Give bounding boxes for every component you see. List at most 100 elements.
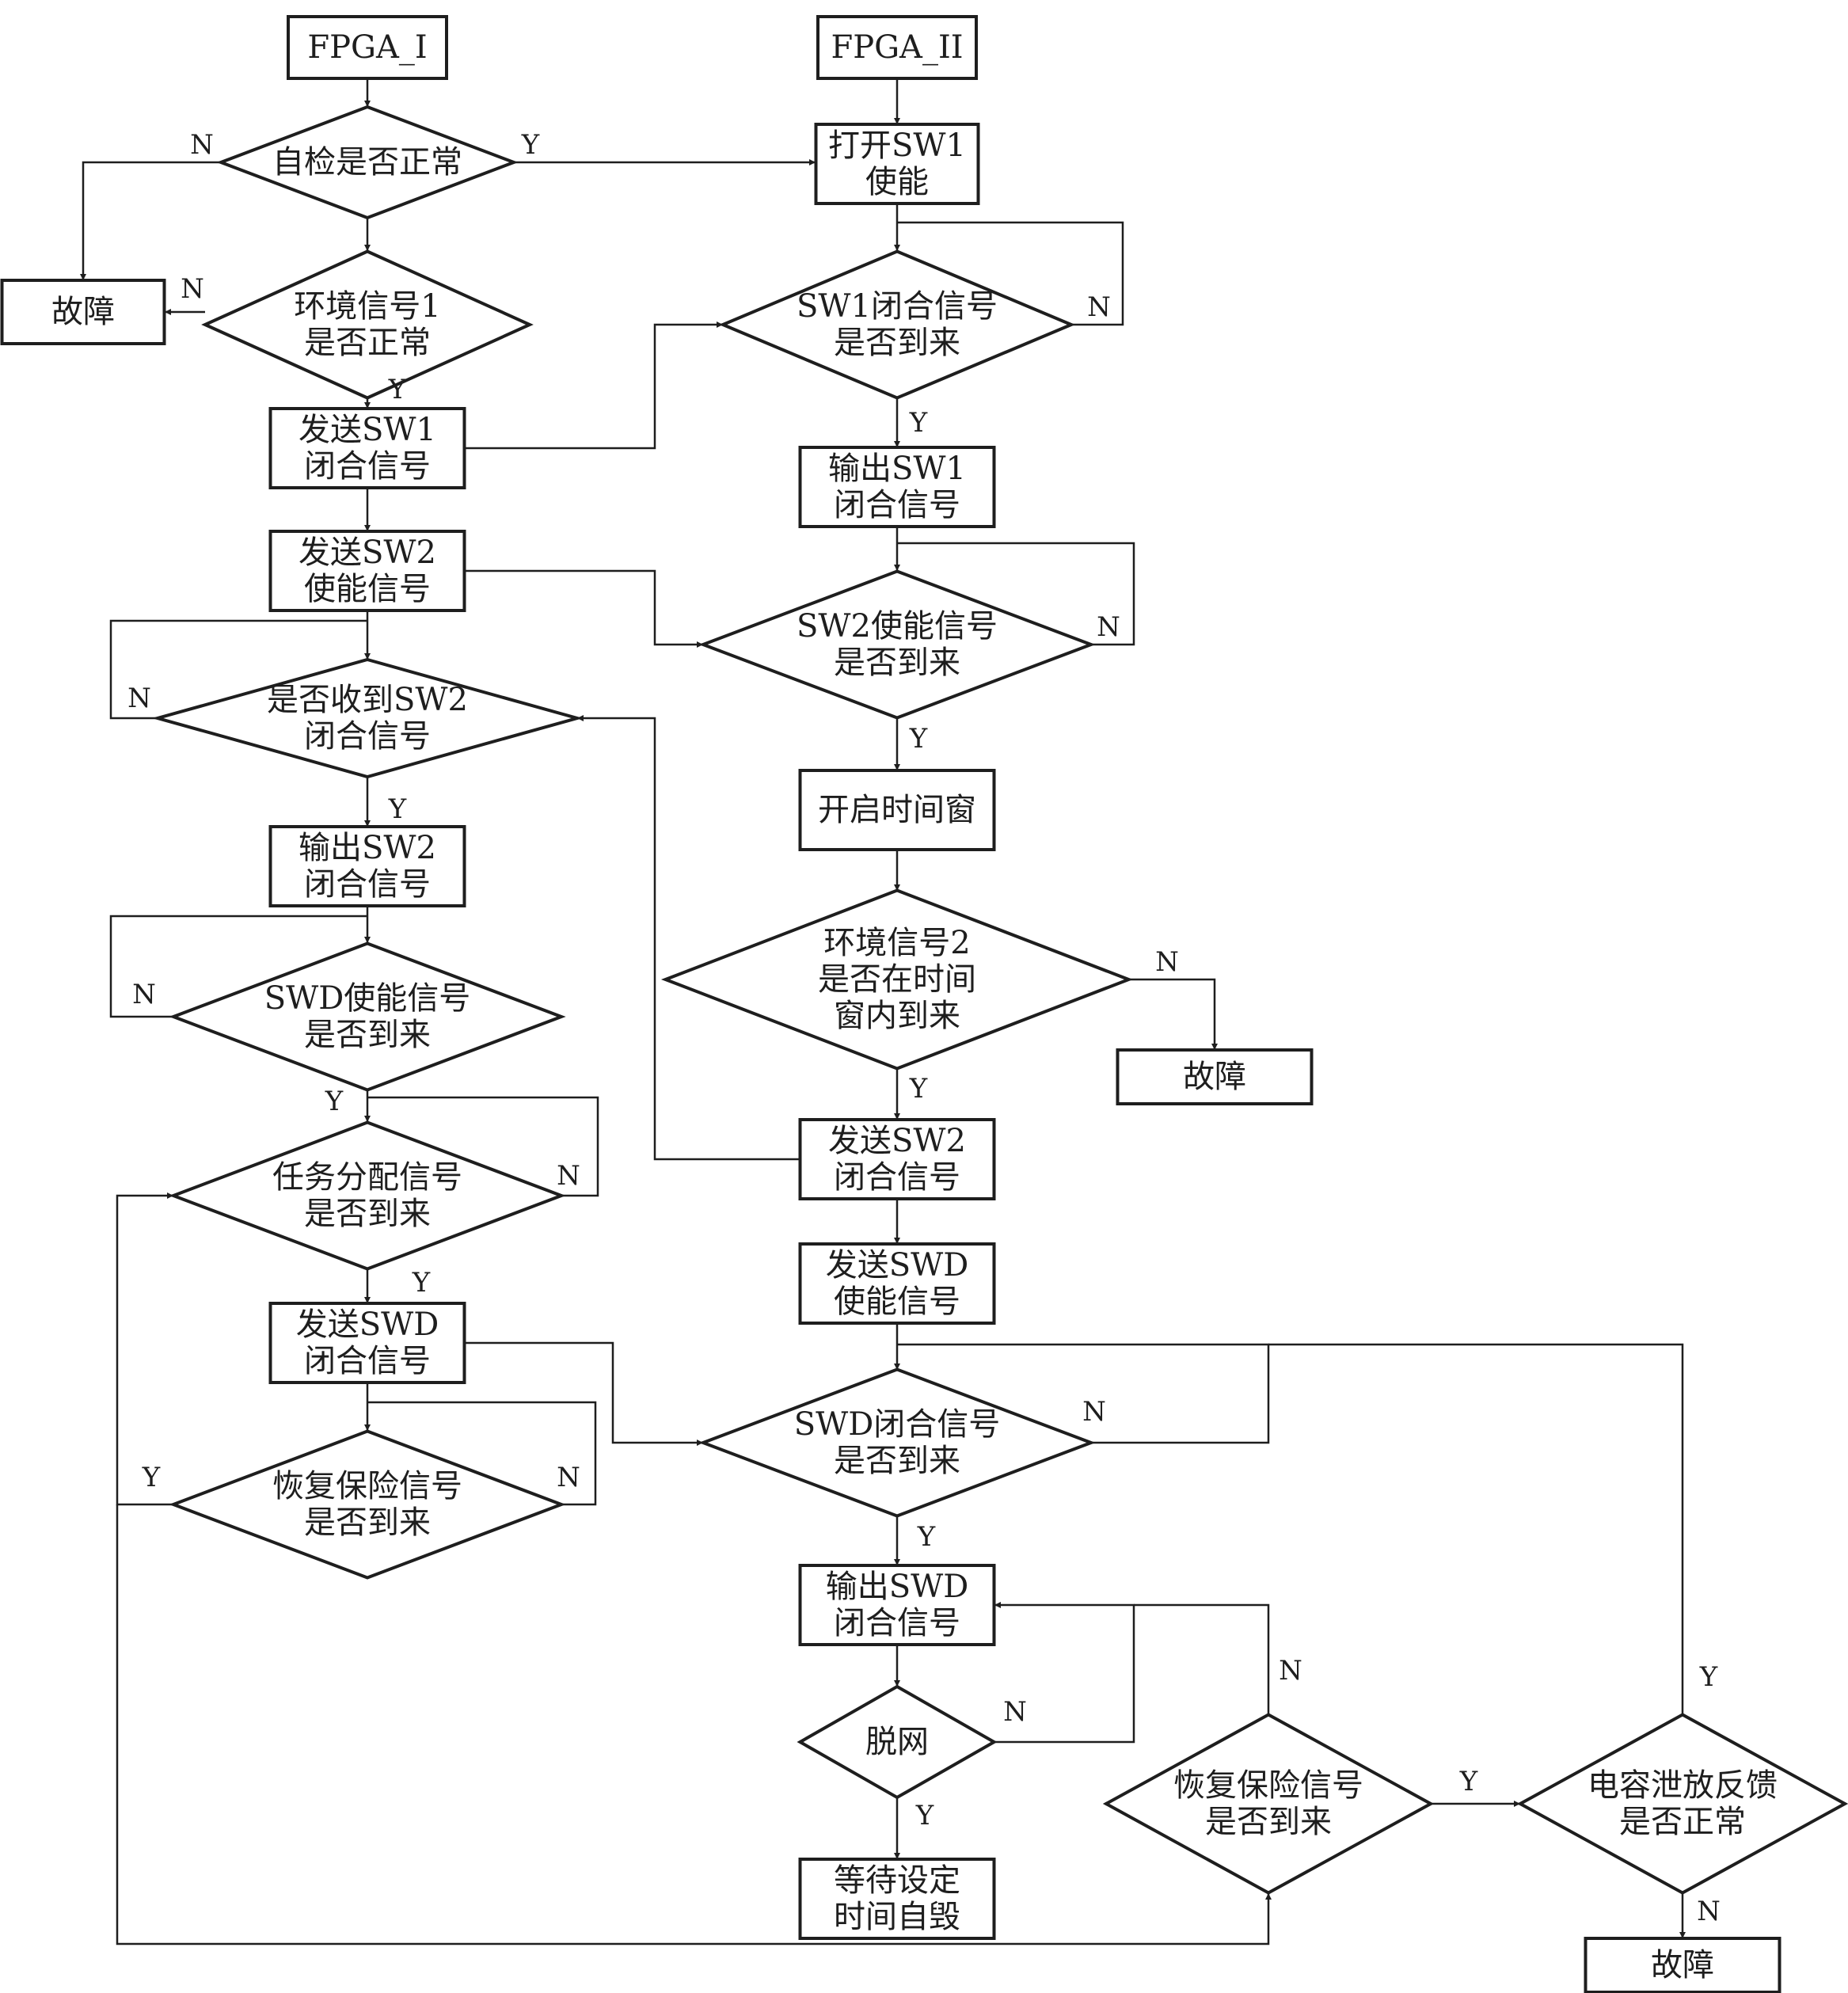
env-signal-2-decision-shape [660,888,1134,1071]
swd-close-decision-shape [698,1367,1096,1518]
send-sw1-close-box-shape [268,407,466,489]
fpga-i-box-shape [287,15,448,80]
send-swd-close-box-shape [268,1302,466,1384]
capacitor-discharge-decision-text-line-2: 是否正常 [1619,1804,1746,1840]
restore-safety-decision-left-text-line-2: 是否到来 [304,1504,431,1541]
fault-box-right-text-line-1: 故障 [1651,1947,1714,1983]
label-n-self-check: N [190,129,214,161]
off-grid-decision-shape [797,1684,998,1800]
connectors [80,78,1686,1945]
send-swd-to-swd-close-connector [465,1341,703,1446]
label-n-env1: N [181,273,204,305]
fault-box-left-shape [0,279,166,345]
label-n-env2: N [1155,946,1179,978]
output-sw2-close-box-text-line-1: 输出SW2 [298,830,436,866]
sw1-close-decision-shape [718,249,1076,400]
task-assign-decision-text-line-1: 任务分配信号 [272,1159,462,1196]
fpga-i-box-text-line-1: FPGA_I [307,29,427,66]
task-assign-decision-text-line-2: 是否到来 [304,1196,431,1232]
restore-left-yes-to-task-connector [116,1192,173,1506]
wait-self-destruct-box-shape [798,1858,996,1940]
send-sw2-close-box-text-line-1: 发送SW2 [828,1123,966,1159]
fault-box-middle-text-line-1: 故障 [1183,1059,1246,1095]
wait-self-destruct-box-text-line-2: 时间自毁 [834,1899,960,1935]
env-signal-2-decision-text-line-2: 是否在时间 [818,961,976,998]
label-y-sw1-close: Y [909,407,928,439]
send-sw2-close-box-text-line-2: 闭合信号 [834,1159,960,1196]
label-y-received-sw2: Y [388,793,407,825]
label-y-self-check: Y [521,129,540,161]
sw1-close-decision-text-line-1: SW1闭合信号 [797,288,998,325]
label-y-off-grid: Y [915,1800,934,1831]
send-sw2-enable-box-text-line-1: 发送SW2 [298,534,436,571]
open-sw1-enable-box-text-line-2: 使能 [865,164,929,200]
received-sw2-close-decision-text-line-2: 闭合信号 [304,718,431,755]
output-swd-close-box-shape [798,1564,996,1646]
open-sw1-enable-box-text-line-1: 打开SW1 [828,127,966,164]
label-y-env1: Y [388,374,407,405]
output-sw2-close-box-text-line-2: 闭合信号 [304,866,431,903]
label-n-received-sw2: N [127,683,151,714]
output-swd-close-box-text-line-2: 闭合信号 [834,1605,960,1641]
fpga-ii-box-shape [816,15,978,80]
send-sw2-enable-box-text-line-2: 使能信号 [304,571,431,607]
fpga-i-box: FPGA_I [287,15,448,80]
received-sw2-close-decision-shape [151,657,584,779]
output-sw2-close-box-shape [268,825,466,907]
send-swd-enable-box-text-line-2: 使能信号 [834,1284,960,1320]
send-sw1-close-box-text-line-2: 闭合信号 [304,448,431,485]
label-n-off-grid: N [1003,1696,1027,1728]
open-time-window-box: 开启时间窗 [798,769,996,851]
fault-box-left: 故障 [0,279,166,345]
send-sw2-enable-box-shape [268,530,466,612]
sw1-close-decision-text-line-2: 是否到来 [834,325,960,361]
fpga-ii-box: FPGA_II [816,15,978,80]
task-no-loop-connector [367,1096,599,1197]
self-check-decision-shape [216,105,519,220]
label-y-capacitor: Y [1699,1661,1718,1693]
send-sw2-close-box-shape [798,1118,996,1200]
label-y-env2: Y [909,1073,928,1105]
label-n-swd-enable: N [132,979,156,1010]
fault-box-middle: 故障 [1116,1048,1314,1105]
output-sw1-close-box-text-line-2: 闭合信号 [834,487,960,523]
sw2-enable-decision-text-line-1: SW2使能信号 [797,608,998,645]
output-sw1-close-box-shape [798,446,996,528]
task-assign-decision-shape [169,1120,566,1271]
capacitor-yes-to-swd-close-loop-connector [1268,1343,1684,1715]
label-y-restore-right: Y [1459,1766,1478,1797]
label-y-sw2-enable: Y [909,723,928,755]
off-grid-no-to-output-swd-connector [994,1602,1135,1744]
capacitor-discharge-decision-text-line-1: 电容泄放反馈 [1588,1767,1778,1804]
label-n-restore-right: N [1279,1655,1302,1687]
swd-enable-decision-text-line-2: 是否到来 [304,1017,431,1053]
env-signal-2-decision-text-line-1: 环境信号2 [823,925,970,961]
swd-close-no-loop-connector [897,1343,1270,1444]
fault-box-middle-shape [1116,1048,1314,1105]
received-sw2-no-loop-connector [109,619,367,720]
restore-left-no-loop-connector [367,1401,597,1506]
label-y-task: Y [412,1267,431,1299]
sw2-enable-no-loop-connector [897,542,1135,646]
restore-safety-decision-right-text-line-2: 是否到来 [1205,1804,1332,1840]
open-sw1-enable-box-shape [814,123,980,205]
self-check-no-to-fault-connector [80,161,221,280]
send-swd-enable-box-text-line-1: 发送SWD [826,1247,969,1284]
restore-safety-decision-left-text-line-1: 恢复保险信号 [272,1468,462,1504]
send-swd-close-box-text-line-1: 发送SWD [296,1306,439,1343]
env-signal-1-decision-text-line-2: 是否正常 [304,325,431,361]
